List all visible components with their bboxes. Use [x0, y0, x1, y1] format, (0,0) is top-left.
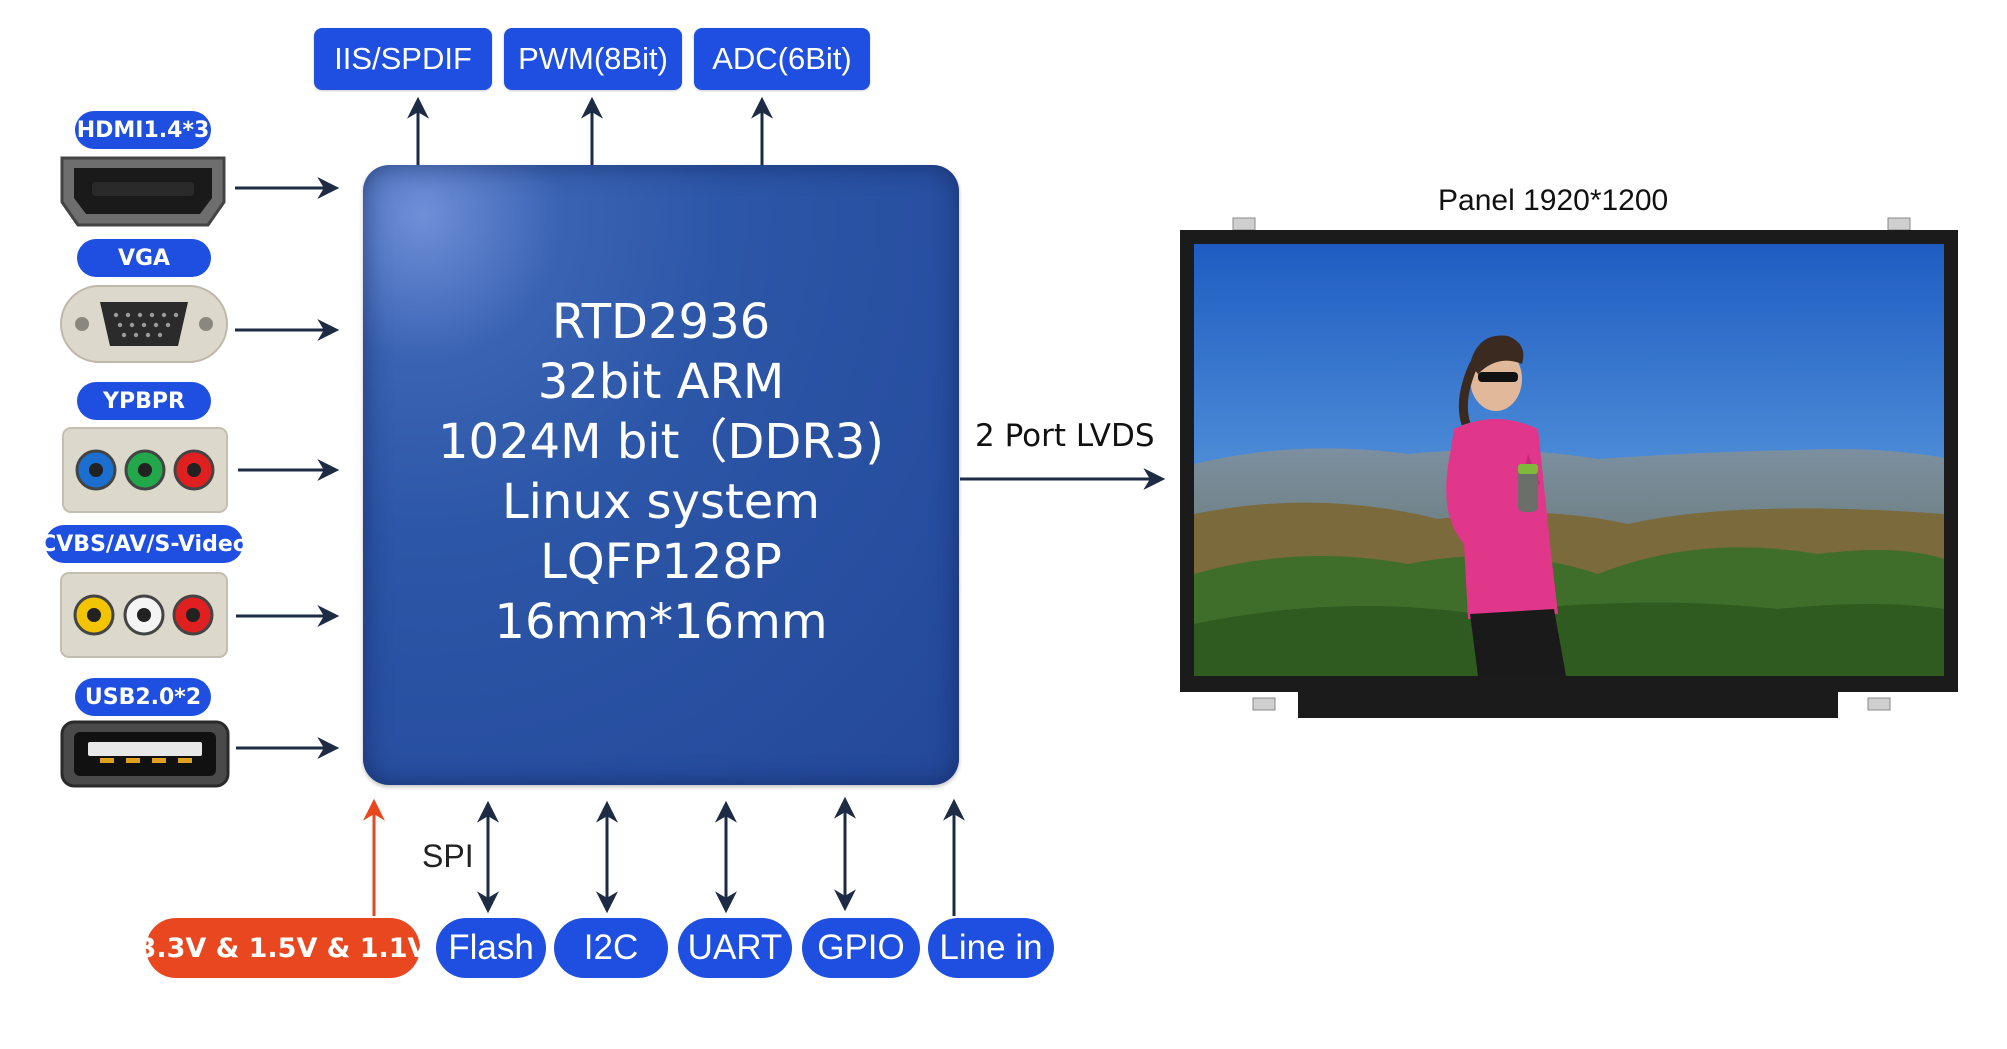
- chip-cpu: 32bit ARM: [537, 354, 785, 410]
- hdmi-label: HDMI1.4*3: [75, 111, 211, 149]
- iis-spdif-label: IIS/SPDIF: [314, 28, 492, 90]
- adc-label: ADC(6Bit): [694, 28, 870, 90]
- chip-size: 16mm*16mm: [494, 594, 828, 650]
- vga-port-icon: [60, 285, 228, 363]
- usb-label: USB2.0*2: [75, 678, 211, 716]
- flash-label: Flash: [436, 918, 546, 978]
- cvbs-label: CVBS/AV/S-Video: [40, 525, 248, 563]
- vga-label: VGA: [77, 239, 211, 277]
- pwm-label: PWM(8Bit): [504, 28, 682, 90]
- lvds-label: 2 Port LVDS: [975, 418, 1155, 454]
- lcd-panel-image: [1180, 217, 1958, 718]
- panel-label: Panel: [1438, 184, 1515, 217]
- chip-package: LQFP128P: [540, 534, 782, 590]
- soc-chip: [363, 165, 959, 785]
- usb-port-icon: [60, 720, 230, 788]
- panel-title: Panel 1920*1200: [1438, 184, 1668, 218]
- ypbpr-ports-icon: [62, 427, 228, 513]
- chip-model: RTD2936: [551, 294, 771, 350]
- panel-resolution: 1920*1200: [1523, 184, 1669, 217]
- cvbs-ports-icon: [60, 572, 228, 658]
- gpio-label: GPIO: [802, 918, 920, 978]
- chip-spec-text: RTD2936 32bit ARM 1024M bit（DDR3) Linux …: [363, 292, 959, 652]
- spi-label: SPI: [422, 838, 474, 874]
- chip-memory: 1024M bit（DDR3): [438, 414, 884, 470]
- hdmi-port-icon: [60, 156, 226, 227]
- ypbpr-label: YPBPR: [77, 382, 211, 420]
- line-in-label: Line in: [928, 918, 1054, 978]
- chip-os: Linux system: [501, 474, 821, 530]
- power-label: 3.3V & 1.5V & 1.1V: [138, 918, 428, 978]
- i2c-label: I2C: [554, 918, 668, 978]
- uart-label: UART: [678, 918, 792, 978]
